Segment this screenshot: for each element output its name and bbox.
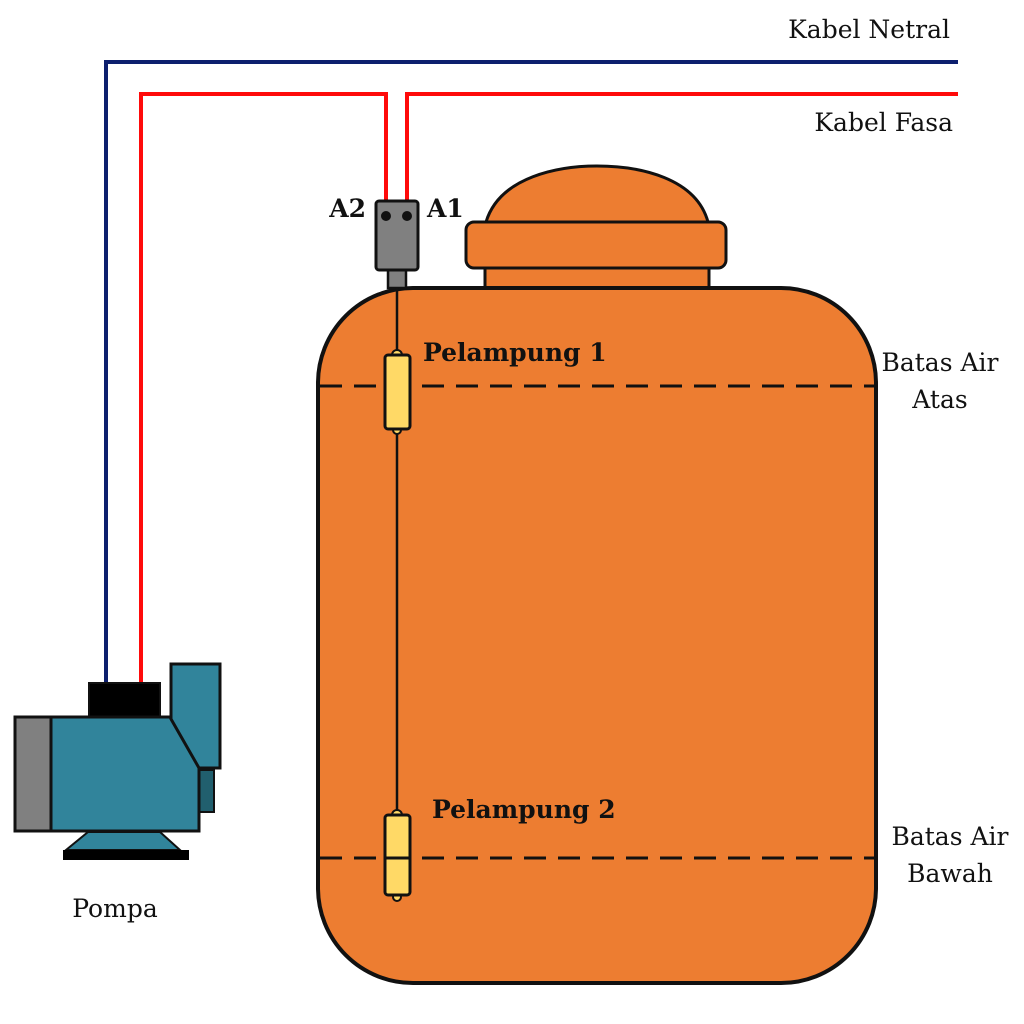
phase-wire-supply [405, 92, 958, 213]
pump [13, 662, 222, 860]
label-pompa: Pompa [72, 894, 158, 923]
terminal-a2 [381, 211, 391, 221]
water-tank [316, 164, 878, 985]
float-2 [383, 809, 412, 902]
pump-base [63, 831, 183, 851]
pump-outlet [169, 662, 222, 770]
tank-lid-band [464, 220, 728, 270]
float-1 [383, 349, 412, 435]
label-batas-air-atas-2: Atas [911, 385, 967, 414]
label-a1: A1 [426, 194, 464, 223]
pump-motor-cap [13, 715, 53, 833]
labels: Kabel Netral Kabel Fasa A2 A1 Pelampung … [72, 15, 1008, 923]
label-a2: A2 [328, 194, 366, 223]
label-pelampung-1: Pelampung 1 [423, 338, 607, 367]
pump-base-plate [63, 850, 189, 860]
tank-lid-dome [483, 164, 710, 224]
switch-box [374, 199, 420, 272]
label-batas-air-bawah-1: Batas Air [891, 822, 1008, 851]
wiring [104, 60, 958, 683]
neutral-wire [104, 60, 958, 683]
label-pelampung-2: Pelampung 2 [432, 795, 616, 824]
label-batas-air-atas-1: Batas Air [881, 348, 998, 377]
pump-outlet-flange [198, 769, 215, 813]
terminal-a1 [402, 211, 412, 221]
pump-terminal-box [88, 682, 161, 719]
label-kabel-fasa: Kabel Fasa [814, 108, 953, 137]
tank-body [316, 286, 878, 985]
label-kabel-netral: Kabel Netral [788, 15, 950, 44]
phase-wire-to-pump [139, 92, 388, 683]
label-batas-air-bawah-2: Bawah [907, 859, 993, 888]
float-switch [374, 199, 420, 902]
pump-body [48, 715, 201, 833]
